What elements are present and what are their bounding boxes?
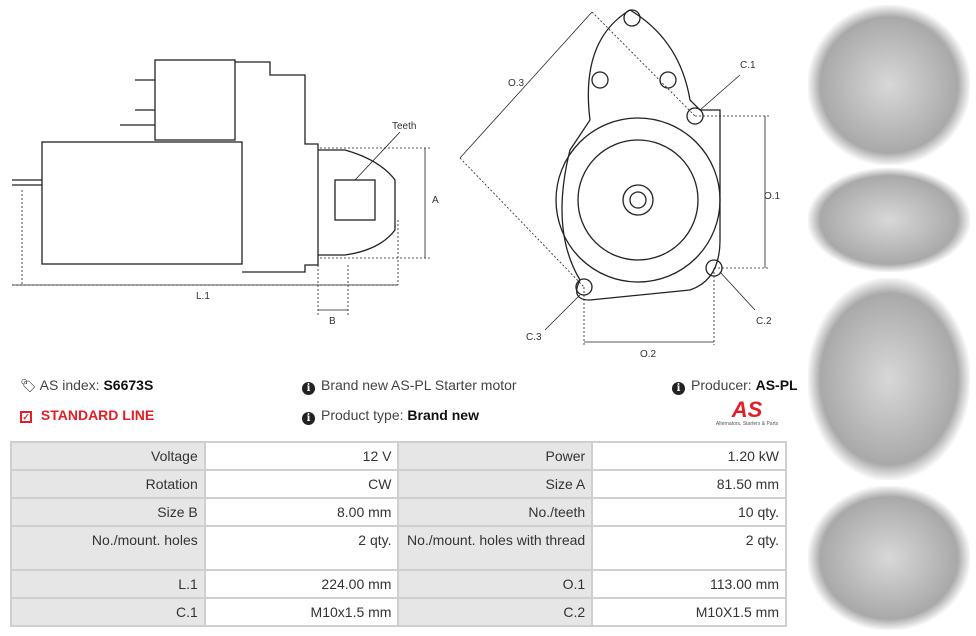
- info-icon: i: [302, 412, 315, 425]
- checkbox-icon: ✓: [20, 411, 32, 423]
- spec-label: C.2: [397, 597, 594, 627]
- spec-value: CW: [203, 469, 400, 499]
- label-o2: O.2: [640, 349, 657, 360]
- spec-value: 2 qty.: [591, 525, 787, 571]
- spec-label: Power: [397, 441, 594, 471]
- spec-label: Rotation: [10, 469, 206, 499]
- info-icon: i: [672, 382, 685, 395]
- spec-label: Size B: [10, 497, 206, 527]
- as-index: 🏷︎ AS index: S6673S: [20, 377, 154, 393]
- label-b: B: [329, 316, 336, 327]
- product-photo-rear[interactable]: [808, 278, 970, 480]
- spec-value: 2 qty.: [203, 525, 400, 571]
- label-a: A: [432, 195, 439, 206]
- product-photo-top[interactable]: [808, 486, 970, 630]
- spec-label: O.1: [397, 569, 594, 599]
- spec-value: 10 qty.: [591, 497, 787, 527]
- spec-label: No./mount. holes: [10, 525, 206, 571]
- side-view-drawing: Teeth A L.1 B: [12, 59, 439, 327]
- product-photo-front[interactable]: [808, 5, 970, 165]
- label-o3: O.3: [508, 78, 525, 89]
- tag-icon: 🏷︎: [20, 378, 37, 393]
- standard-line-badge: ✓ STANDARD LINE: [20, 407, 154, 423]
- label-c2: C.2: [756, 316, 772, 327]
- spec-value: 224.00 mm: [203, 569, 400, 599]
- info-icon: i: [302, 382, 315, 395]
- spec-label: Size A: [397, 469, 594, 499]
- spec-label: C.1: [10, 597, 206, 627]
- product-photo-side[interactable]: [808, 168, 970, 272]
- spec-value: 113.00 mm: [591, 569, 787, 599]
- spec-label: L.1: [10, 569, 206, 599]
- label-teeth: Teeth: [392, 121, 416, 132]
- spec-label: No./mount. holes with thread: [397, 525, 594, 571]
- label-c3: C.3: [526, 332, 542, 343]
- label-c1: C.1: [740, 60, 756, 71]
- as-pl-logo: AS Alternators, Starters & Parts: [715, 397, 779, 428]
- spec-value: 1.20 kW: [591, 441, 787, 471]
- label-o1: O.1: [764, 191, 781, 202]
- spec-label: Voltage: [10, 441, 206, 471]
- spec-label: No./teeth: [397, 497, 594, 527]
- spec-value: M10x1.5 mm: [203, 597, 400, 627]
- label-l1: L.1: [196, 291, 210, 302]
- spec-value: 8.00 mm: [203, 497, 400, 527]
- spec-value: 81.50 mm: [591, 469, 787, 499]
- spec-value: 12 V: [203, 441, 400, 471]
- front-view-drawing: O.3 C.1 O.1 C.2 C.3 O.2: [459, 9, 781, 360]
- spec-value: M10X1.5 mm: [591, 597, 787, 627]
